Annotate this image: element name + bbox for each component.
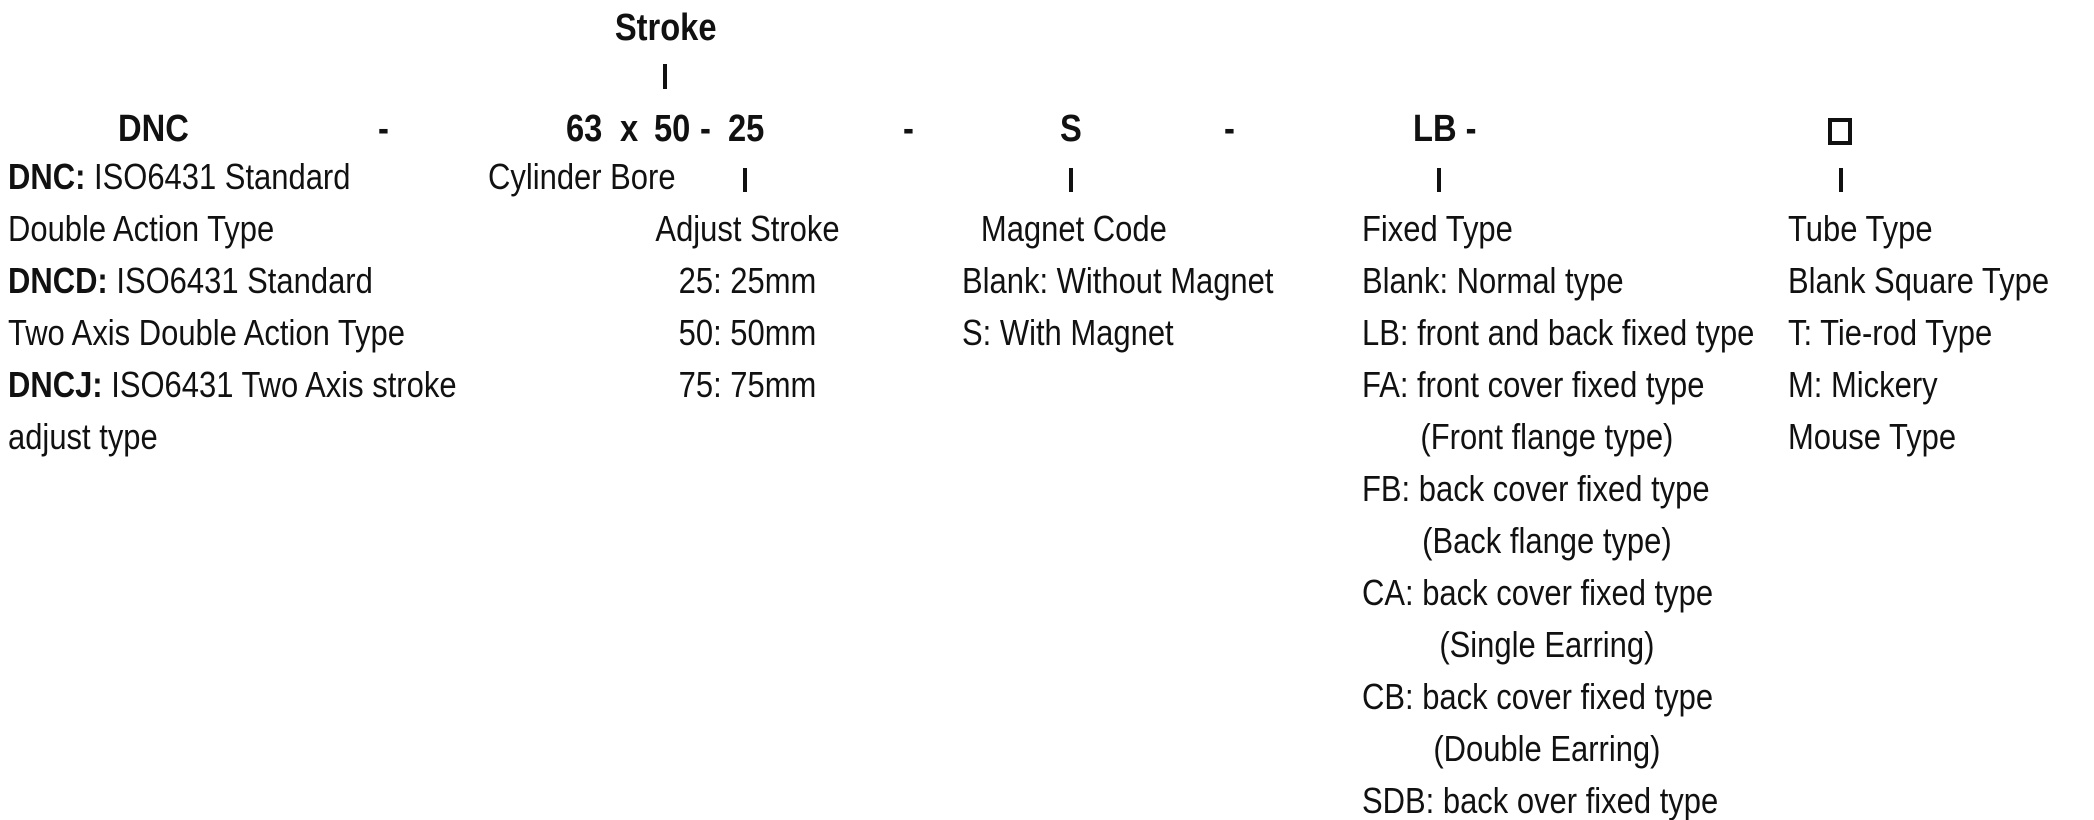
tube-type-item: Blank Square Type — [1788, 260, 2050, 301]
fixed-type-item-note: (Single Earring) — [1439, 624, 1655, 665]
model-type-line: DNCD: ISO6431 Standard — [8, 255, 457, 307]
code-part-magnet: S — [1060, 108, 1082, 150]
fixed-type-column: Fixed Type Blank: Normal type LB: front … — [1362, 203, 1755, 820]
model-type-line: adjust type — [8, 411, 457, 463]
adjust-stroke-item: 75: 75mm — [678, 364, 817, 405]
tube-type-header: Tube Type — [1788, 208, 1933, 249]
code-part-model: DNC — [118, 108, 189, 150]
model-code-desc: Double Action Type — [8, 208, 275, 249]
adjust-stroke-column: Adjust Stroke 25: 25mm 50: 50mm 75: 75mm — [640, 203, 855, 411]
code-separator-4: - — [1224, 108, 1235, 150]
fixed-type-header: Fixed Type — [1362, 208, 1513, 249]
stroke-connector-line — [663, 64, 667, 89]
magnet-code-column: Magnet Code Blank: Without Magnet S: Wit… — [962, 203, 1273, 359]
model-code-prefix: DNC: — [8, 156, 86, 197]
fixed-type-item: LB: front and back fixed type — [1362, 312, 1755, 353]
model-type-line: DNCJ: ISO6431 Two Axis stroke — [8, 359, 457, 411]
code-part-stroke: 50 — [654, 108, 691, 150]
tube-type-column: Tube Type Blank Square Type T: Tie-rod T… — [1788, 203, 2049, 463]
cylinder-bore-label: Cylinder Bore — [488, 156, 676, 197]
code-separator-1: - — [378, 108, 389, 150]
magnet-connector-line — [1069, 168, 1073, 192]
fixed-type-item-note: (Double Earring) — [1433, 728, 1661, 769]
model-code-desc: ISO6431 Standard — [107, 260, 373, 301]
model-code-desc: ISO6431 Standard — [85, 156, 351, 197]
fixed-type-item: CB: back cover fixed type — [1362, 676, 1714, 717]
stroke-label: Stroke — [614, 7, 717, 49]
code-part-bore: 63 — [566, 108, 603, 150]
code-part-adjust-stroke: 25 — [728, 108, 765, 150]
fixed-type-item-note: (Front flange type) — [1420, 416, 1674, 457]
code-separator-3: - — [903, 108, 914, 150]
model-type-column: DNC: ISO6431 Standard Double Action Type… — [8, 151, 457, 463]
tube-connector-line — [1839, 168, 1843, 192]
magnet-code-header: Magnet Code — [980, 208, 1167, 249]
fixed-type-item: FA: front cover fixed type — [1362, 364, 1705, 405]
magnet-code-item: Blank: Without Magnet — [962, 260, 1274, 301]
tube-type-item: Mouse Type — [1788, 416, 1957, 457]
code-part-fixed-type: LB - — [1413, 108, 1477, 150]
fixed-connector-line — [1437, 168, 1441, 192]
fixed-type-item: CA: back cover fixed type — [1362, 572, 1714, 613]
code-separator-2: - — [700, 108, 711, 150]
adjust-stroke-item: 50: 50mm — [678, 312, 817, 353]
adjust-connector-line — [743, 168, 747, 192]
model-code-desc: Two Axis Double Action Type — [8, 312, 405, 353]
adjust-stroke-item: 25: 25mm — [678, 260, 817, 301]
model-code-desc: ISO6431 Two Axis stroke — [102, 364, 457, 405]
model-code-prefix: DNCJ: — [8, 364, 103, 405]
model-code-prefix: DNCD: — [8, 260, 108, 301]
model-code-desc: adjust type — [8, 416, 158, 457]
code-part-multiplier: x — [620, 108, 639, 150]
fixed-type-item: FB: back cover fixed type — [1362, 468, 1710, 509]
magnet-code-item: S: With Magnet — [962, 312, 1174, 353]
fixed-type-item-note: (Back flange type) — [1422, 520, 1672, 561]
model-type-line: DNC: ISO6431 Standard — [8, 151, 457, 203]
tube-type-item: T: Tie-rod Type — [1788, 312, 1993, 353]
adjust-stroke-header: Adjust Stroke — [655, 208, 840, 249]
model-type-line: Double Action Type — [8, 203, 457, 255]
model-type-line: Two Axis Double Action Type — [8, 307, 457, 359]
square-symbol — [1828, 118, 1852, 145]
fixed-type-item: Blank: Normal type — [1362, 260, 1624, 301]
fixed-type-item: SDB: back over fixed type — [1362, 780, 1719, 820]
tube-type-item: M: Mickery — [1788, 364, 1938, 405]
